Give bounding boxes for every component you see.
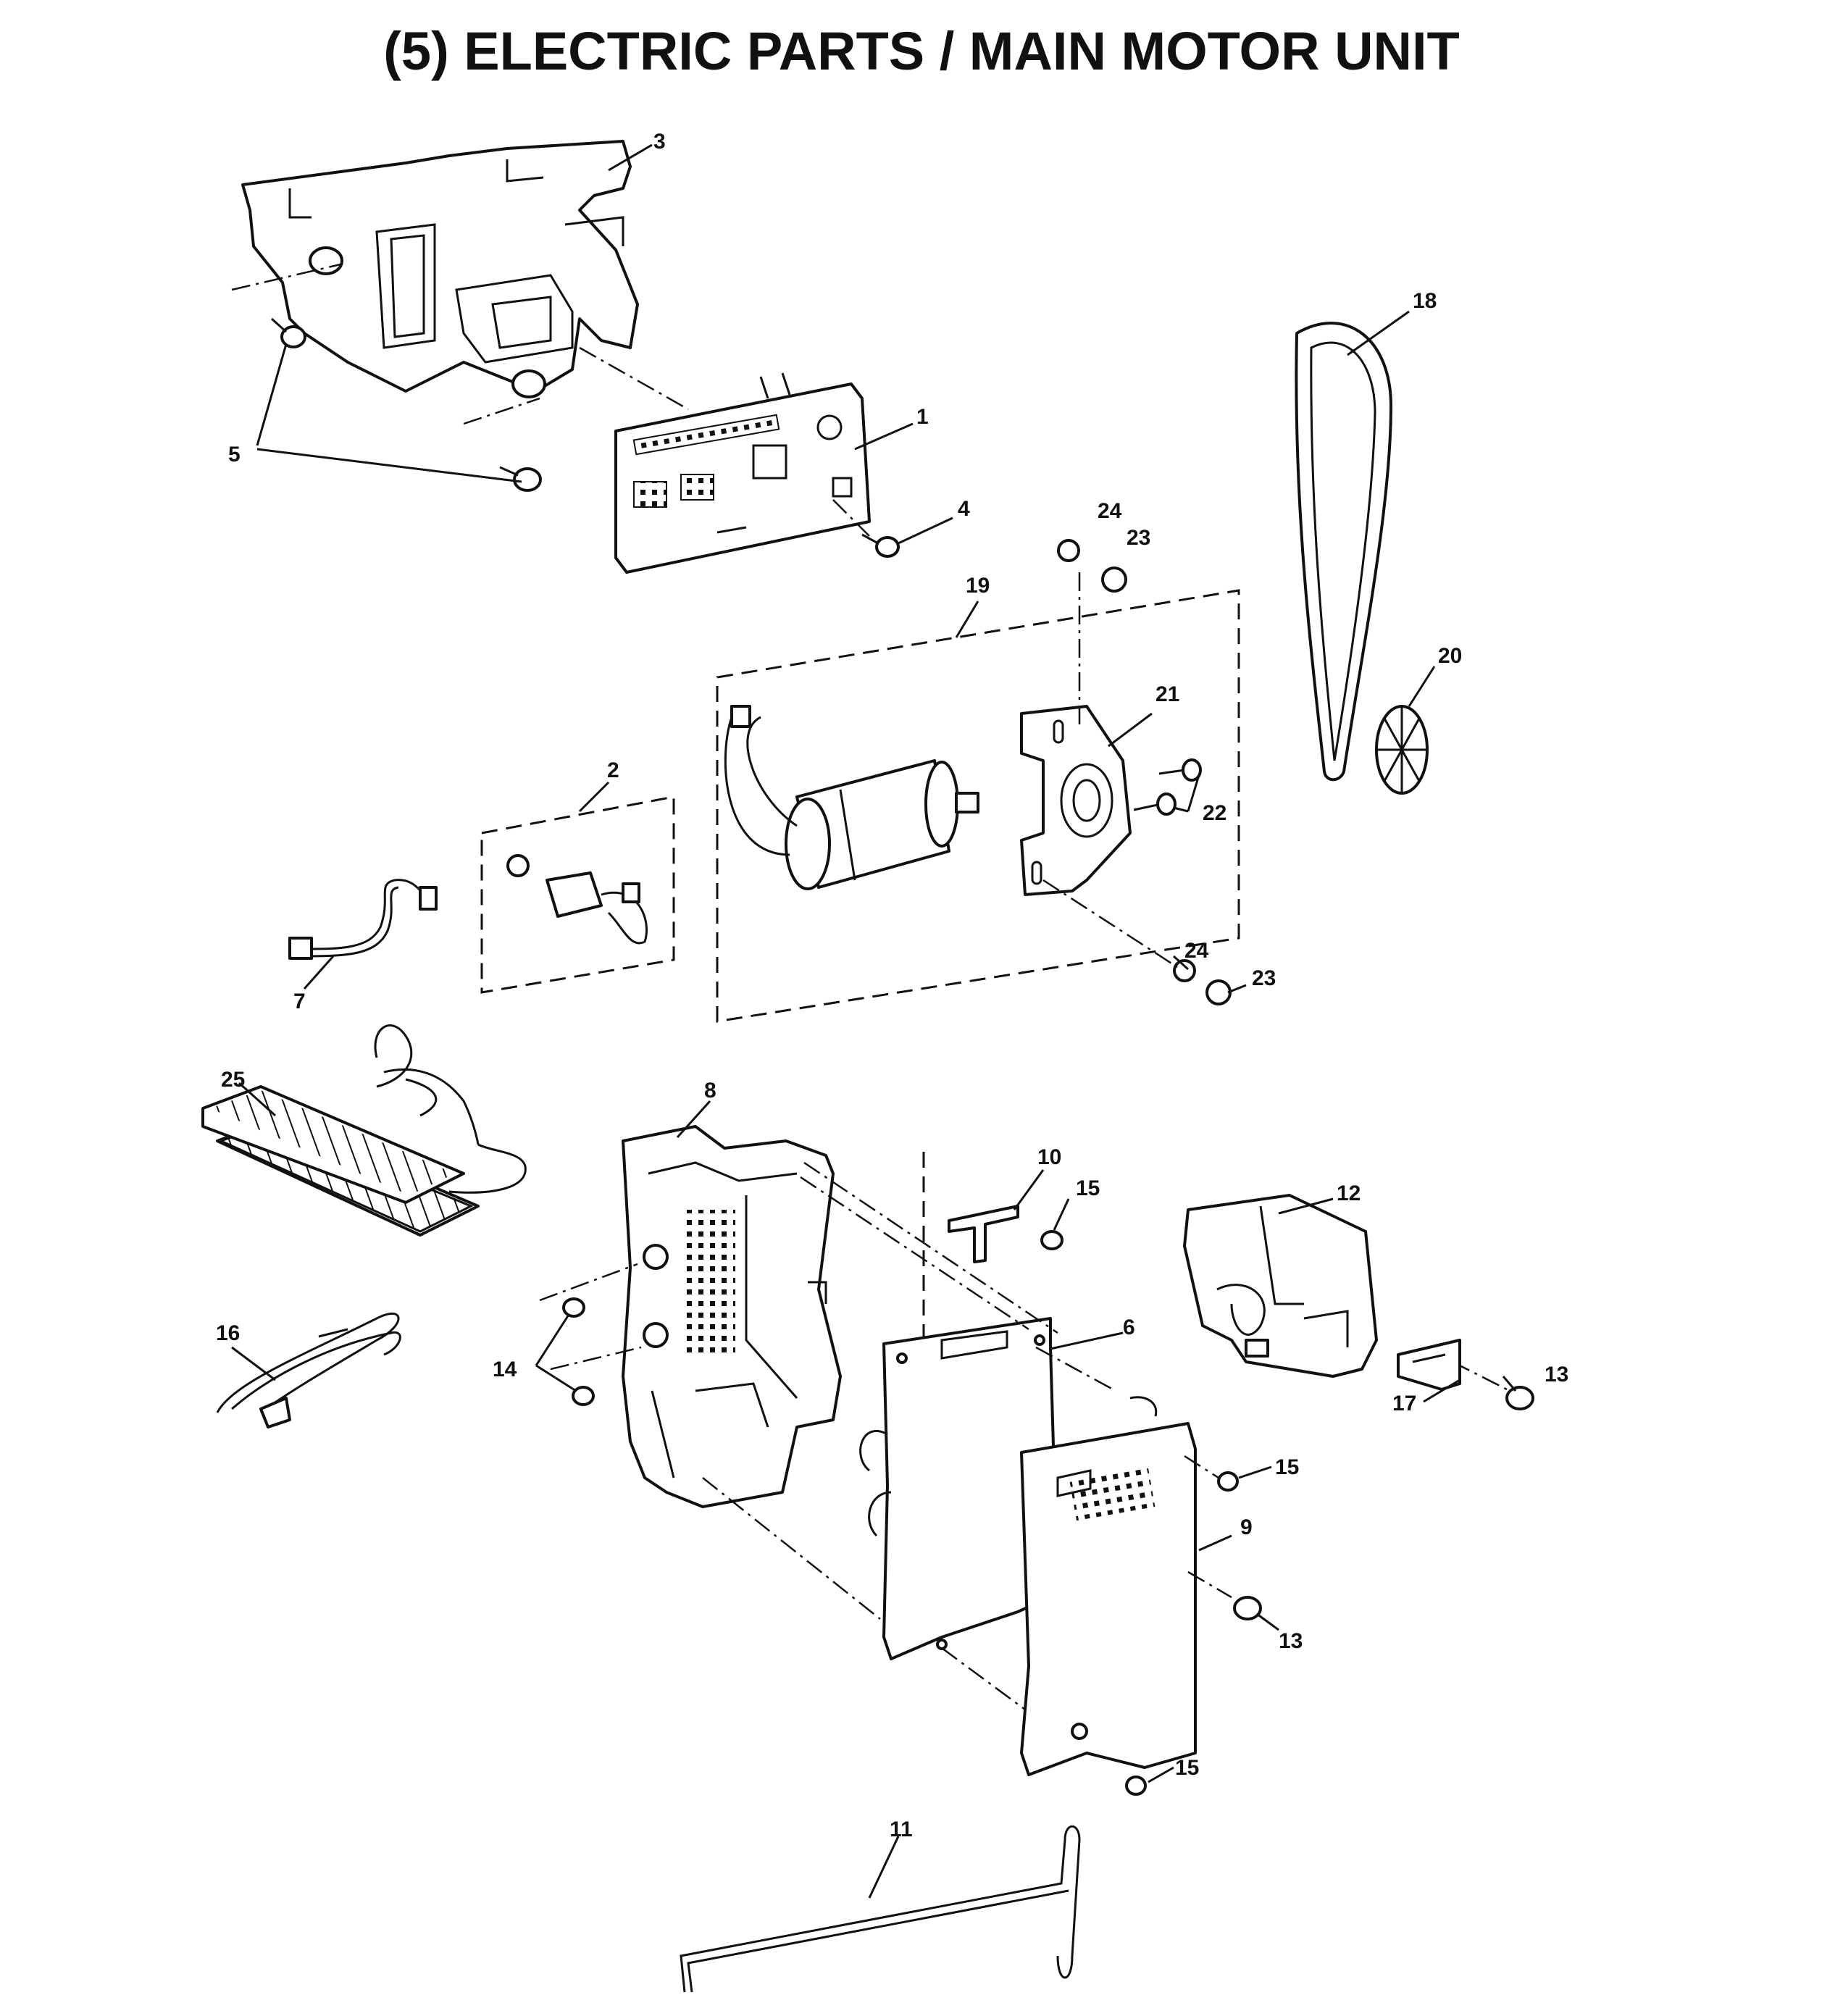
callout-24-bottom: 24	[1184, 939, 1209, 963]
part-6-power-board	[859, 1317, 1059, 1660]
leader-lines	[231, 143, 1517, 1899]
part-2-switch	[506, 854, 648, 945]
part-8-chassis	[622, 1125, 842, 1508]
part-14-screws	[539, 1263, 642, 1406]
callout-17: 17	[1392, 1392, 1416, 1415]
callout-23-bottom: 23	[1252, 966, 1276, 990]
callout-21: 21	[1155, 682, 1179, 706]
part-23-24-bottom-fasteners	[1042, 879, 1232, 1005]
callout-24-top: 24	[1098, 499, 1122, 523]
motor	[724, 705, 979, 890]
part-9-cover-plate	[1020, 1396, 1197, 1776]
callout-15-b: 15	[1275, 1455, 1299, 1479]
part-13-screws	[1187, 1360, 1534, 1620]
callout-25: 25	[221, 1068, 245, 1092]
part-22-screws	[1133, 758, 1202, 816]
callout-5: 5	[228, 443, 241, 467]
callout-20: 20	[1438, 644, 1462, 668]
callout-11: 11	[890, 1818, 913, 1841]
callout-3: 3	[653, 130, 666, 154]
callout-9: 9	[1240, 1515, 1253, 1539]
callout-23-top: 23	[1127, 526, 1150, 550]
callout-13-lower: 13	[1279, 1629, 1303, 1653]
part-7-harness	[288, 879, 438, 960]
part-2-assembly-outline	[480, 795, 675, 994]
part-25-foot-controller	[201, 1024, 527, 1237]
part-11-rod	[680, 1825, 1081, 1993]
part-19-assembly-outline	[716, 589, 1240, 1023]
part-21-motor-bracket	[1020, 705, 1132, 896]
part-23-24-top-fasteners	[1057, 539, 1127, 593]
callout-2: 2	[607, 758, 619, 782]
part-16-power-cord	[216, 1313, 401, 1429]
callout-15-c: 15	[1175, 1756, 1199, 1780]
callout-7: 7	[293, 990, 306, 1013]
part-3-upper-bracket	[241, 140, 639, 398]
callout-12: 12	[1337, 1181, 1361, 1205]
callout-19: 19	[966, 574, 990, 598]
callout-15-a: 15	[1076, 1176, 1100, 1200]
part-15-screws	[1125, 1455, 1239, 1796]
part-12-switch-unit	[1183, 1194, 1378, 1378]
callout-16: 16	[216, 1321, 240, 1345]
callout-13-right: 13	[1545, 1363, 1568, 1386]
callout-18: 18	[1413, 289, 1437, 313]
callout-14: 14	[493, 1358, 517, 1381]
callout-22: 22	[1203, 801, 1226, 825]
callout-labels: 3 1 5 4 18 24 23 19 20 21 22 2 7 24 23 2…	[216, 130, 1568, 1841]
page-title: (5) ELECTRIC PARTS / MAIN MOTOR UNIT	[383, 21, 1460, 81]
part-4-screw	[861, 533, 900, 558]
part-20-fan	[1375, 705, 1429, 795]
callout-10: 10	[1037, 1145, 1061, 1169]
part-1-circuit-board	[614, 372, 871, 574]
callout-1: 1	[916, 405, 929, 429]
part-18-belt	[1295, 322, 1392, 782]
callout-4: 4	[958, 497, 970, 521]
alignment-lines	[231, 263, 1116, 1711]
callout-6: 6	[1123, 1316, 1135, 1339]
callout-8: 8	[704, 1079, 716, 1103]
part-17-bracket	[1397, 1339, 1461, 1391]
part-5-screws	[270, 317, 542, 492]
part-10-bracket	[948, 1205, 1063, 1263]
